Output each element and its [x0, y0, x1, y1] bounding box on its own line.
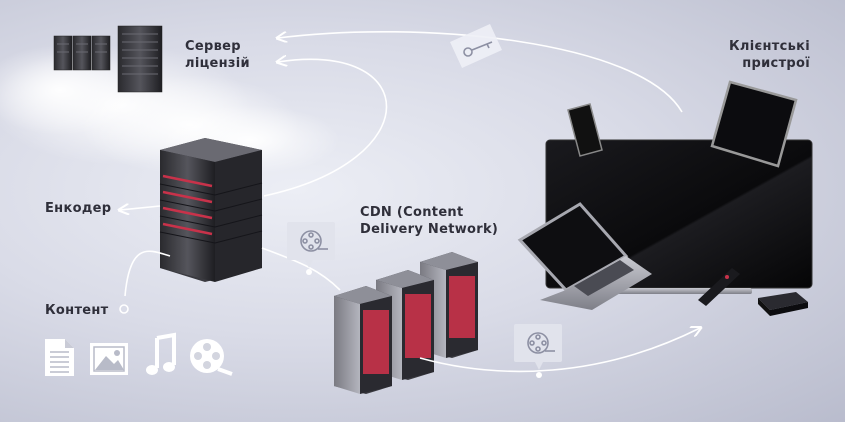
flow-arrows — [120, 30, 700, 373]
film-reel-icon-bubble-2 — [514, 324, 562, 378]
document-icon — [45, 339, 74, 376]
content-icons — [45, 332, 233, 376]
tablet — [710, 80, 798, 168]
remote-control — [698, 268, 740, 306]
client-devices-label: Клієнтські пристрої — [728, 39, 810, 71]
smartphone — [567, 103, 603, 157]
film-reel-icon-bubble-1 — [287, 222, 335, 275]
license-server-label: Сервер ліцензій — [185, 39, 250, 71]
image-icon — [90, 343, 128, 375]
content-connector-dot — [119, 304, 129, 314]
cdn-label: CDN (Content Delivery Network) — [360, 205, 499, 237]
film-reel-icon — [190, 339, 233, 376]
key-icon — [450, 24, 502, 68]
cdn-server-3 — [334, 286, 392, 394]
set-top-box — [758, 292, 808, 316]
content-label: Контент — [45, 303, 109, 318]
client-devices — [517, 80, 813, 316]
license-server-racks — [53, 25, 163, 93]
laptop — [517, 202, 652, 310]
encoder-server — [159, 138, 263, 282]
music-note-icon — [146, 332, 176, 375]
encoder-label: Енкодер — [45, 201, 112, 216]
cdn-servers — [334, 252, 478, 394]
